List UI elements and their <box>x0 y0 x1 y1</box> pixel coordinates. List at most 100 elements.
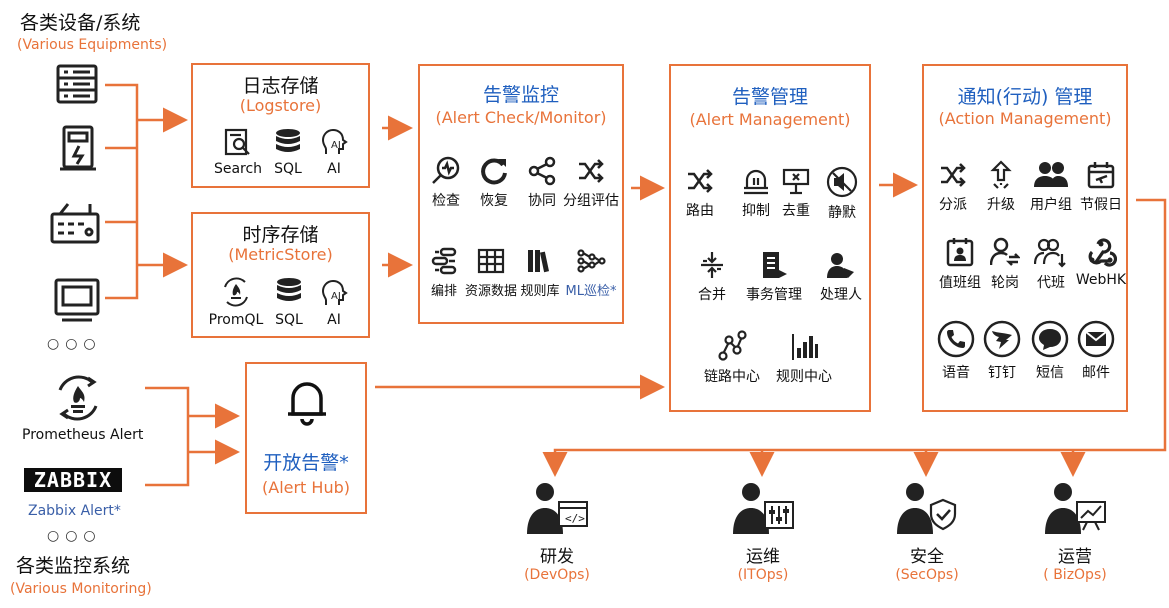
logstore-box: 日志存储 (Logstore) Search SQL AI AI <box>191 63 370 188</box>
action-item-duty: 值班组 <box>930 236 990 292</box>
monitor-item-collab-label: 协同 <box>528 193 556 209</box>
action-item-mail: 邮件 <box>1066 320 1126 382</box>
action-item-rotate-label: 轮岗 <box>991 275 1019 291</box>
metricstore-title: 时序存储 <box>242 224 319 246</box>
monitor-item-ml-label: ML巡检* <box>565 284 617 299</box>
role-itops-cn: 运维 <box>746 547 780 567</box>
library-icon <box>528 250 550 273</box>
handler-icon <box>827 253 854 278</box>
action-item-user-group-label: 用户组 <box>1030 197 1072 213</box>
power-station-icon <box>58 124 98 176</box>
metricstore-promql-label: PromQL <box>208 312 264 328</box>
action-item-rotate: 轮岗 <box>980 236 1030 292</box>
prometheus-label: Prometheus Alert <box>22 427 144 443</box>
ai-head-icon: AI <box>321 128 348 154</box>
monitor-item-group-eval: 分组评估 <box>556 156 626 210</box>
device-bracket-line <box>105 83 139 300</box>
mgmt-item-handler: 处理人 <box>813 250 869 304</box>
monitor-item-recover: 恢复 <box>464 156 524 210</box>
metricstore-subtitle: (MetricStore) <box>228 245 333 264</box>
monitor-device-icon <box>54 278 100 326</box>
action-item-holiday-label: 节假日 <box>1080 197 1122 213</box>
ops-person-icon <box>733 483 794 534</box>
action-item-escalate: 升级 <box>976 160 1026 214</box>
mgmt-item-trace: 链路中心 <box>695 330 769 386</box>
monitor-item-recover-label: 恢复 <box>480 193 508 209</box>
logstore-title: 日志存储 <box>242 75 319 97</box>
monitor-item-library-label: 规则库 <box>520 284 560 299</box>
merge-icon <box>701 252 723 278</box>
search-doc-icon <box>224 128 250 156</box>
mute-icon <box>826 166 858 198</box>
database-icon <box>276 129 300 152</box>
action-item-webhook-label: WebHK <box>1075 272 1127 288</box>
mgmt-item-merge: 合并 <box>687 250 737 304</box>
alert-hub-box: 开放告警* (Alert Hub) <box>245 362 367 514</box>
zabbix-logo: ZABBIX <box>24 468 122 492</box>
action-mgmt-subtitle: (Action Management) <box>938 109 1112 128</box>
role-secops-en: (SecOps) <box>895 567 959 583</box>
orchestrate-icon <box>431 247 457 275</box>
role-itops: 运维 (ITOps) <box>708 480 818 583</box>
action-item-substitute-label: 代班 <box>1037 275 1065 291</box>
metricstore-box: 时序存储 (MetricStore) PromQL SQL AI AI <box>191 212 370 338</box>
metricstore-sql-label: SQL <box>275 312 303 328</box>
arrow-to-devops <box>542 198 1167 477</box>
dingtalk-icon <box>983 320 1021 358</box>
action-item-dispatch: 分派 <box>928 160 978 214</box>
route-icon <box>688 169 713 193</box>
ai-head-icon: AI <box>321 279 348 305</box>
mgmt-item-mute: 静默 <box>817 166 867 222</box>
sec-person-icon <box>897 483 957 534</box>
mgmt-item-route-label: 路由 <box>686 203 714 219</box>
rules-icon <box>792 334 818 360</box>
action-mgmt-box: 通知(行动) 管理 (Action Management) 分派 升级 用户组 … <box>922 64 1128 412</box>
logstore-search-label: Search <box>213 161 263 177</box>
dispatch-icon <box>941 163 966 187</box>
suppress-icon <box>744 169 768 195</box>
mail-icon <box>1077 320 1115 358</box>
dedup-icon <box>782 168 810 195</box>
phone-icon <box>937 320 975 358</box>
role-secops: 安全 (SecOps) <box>872 480 982 583</box>
monitor-item-check: 检查 <box>416 156 476 210</box>
action-item-webhook: WebHK <box>1072 236 1130 288</box>
shuffle-icon <box>579 159 604 183</box>
biz-person-icon <box>1045 483 1106 534</box>
action-item-mail-label: 邮件 <box>1082 365 1110 381</box>
monitoring-title: 各类监控系统 <box>16 555 131 577</box>
server-rack-icon <box>56 64 98 108</box>
dev-person-icon: </> <box>527 483 588 534</box>
refresh-icon <box>481 158 507 185</box>
role-bizops: 运营 ( BizOps) <box>1020 480 1130 583</box>
monitor-item-orchestrate: 编排 <box>414 246 474 299</box>
prometheus-logo-icon <box>52 372 104 428</box>
alert-mgmt-title: 告警管理 <box>731 86 808 108</box>
alert-mgmt-box: 告警管理 (Alert Management) 路由 抑制 去重 静默 合并 事… <box>669 64 871 412</box>
alert-monitor-title: 告警监控 <box>482 84 559 106</box>
check-icon <box>432 156 460 184</box>
metricstore-ai: AI AI <box>299 276 369 328</box>
action-item-dingtalk: 钉钉 <box>972 320 1032 382</box>
action-item-holiday: 节假日 <box>1074 160 1128 214</box>
role-devops-en: (DevOps) <box>524 567 590 583</box>
svg-text:</>: </> <box>565 512 585 525</box>
network-device-icon <box>50 200 100 250</box>
mgmt-item-rules: 规则中心 <box>767 330 841 386</box>
monitor-item-library: 规则库 <box>508 246 572 299</box>
bell-icon <box>285 378 329 430</box>
escalate-icon <box>990 160 1012 189</box>
monitor-item-group-eval-label: 分组评估 <box>563 193 619 209</box>
mgmt-item-trace-label: 链路中心 <box>704 369 760 385</box>
role-itops-en: (ITOps) <box>737 567 789 583</box>
rotate-icon <box>990 237 1020 266</box>
mgmt-item-suppress-label: 抑制 <box>742 203 770 219</box>
svg-text:AI: AI <box>331 291 341 302</box>
role-bizops-en: ( BizOps) <box>1043 567 1107 583</box>
mgmt-item-rules-label: 规则中心 <box>776 369 832 385</box>
monitor-item-orchestrate-label: 编排 <box>430 284 457 299</box>
monitor-item-resource: 资源数据 <box>458 246 524 299</box>
mgmt-item-route: 路由 <box>675 166 725 220</box>
monitor-item-resource-label: 资源数据 <box>464 284 517 299</box>
